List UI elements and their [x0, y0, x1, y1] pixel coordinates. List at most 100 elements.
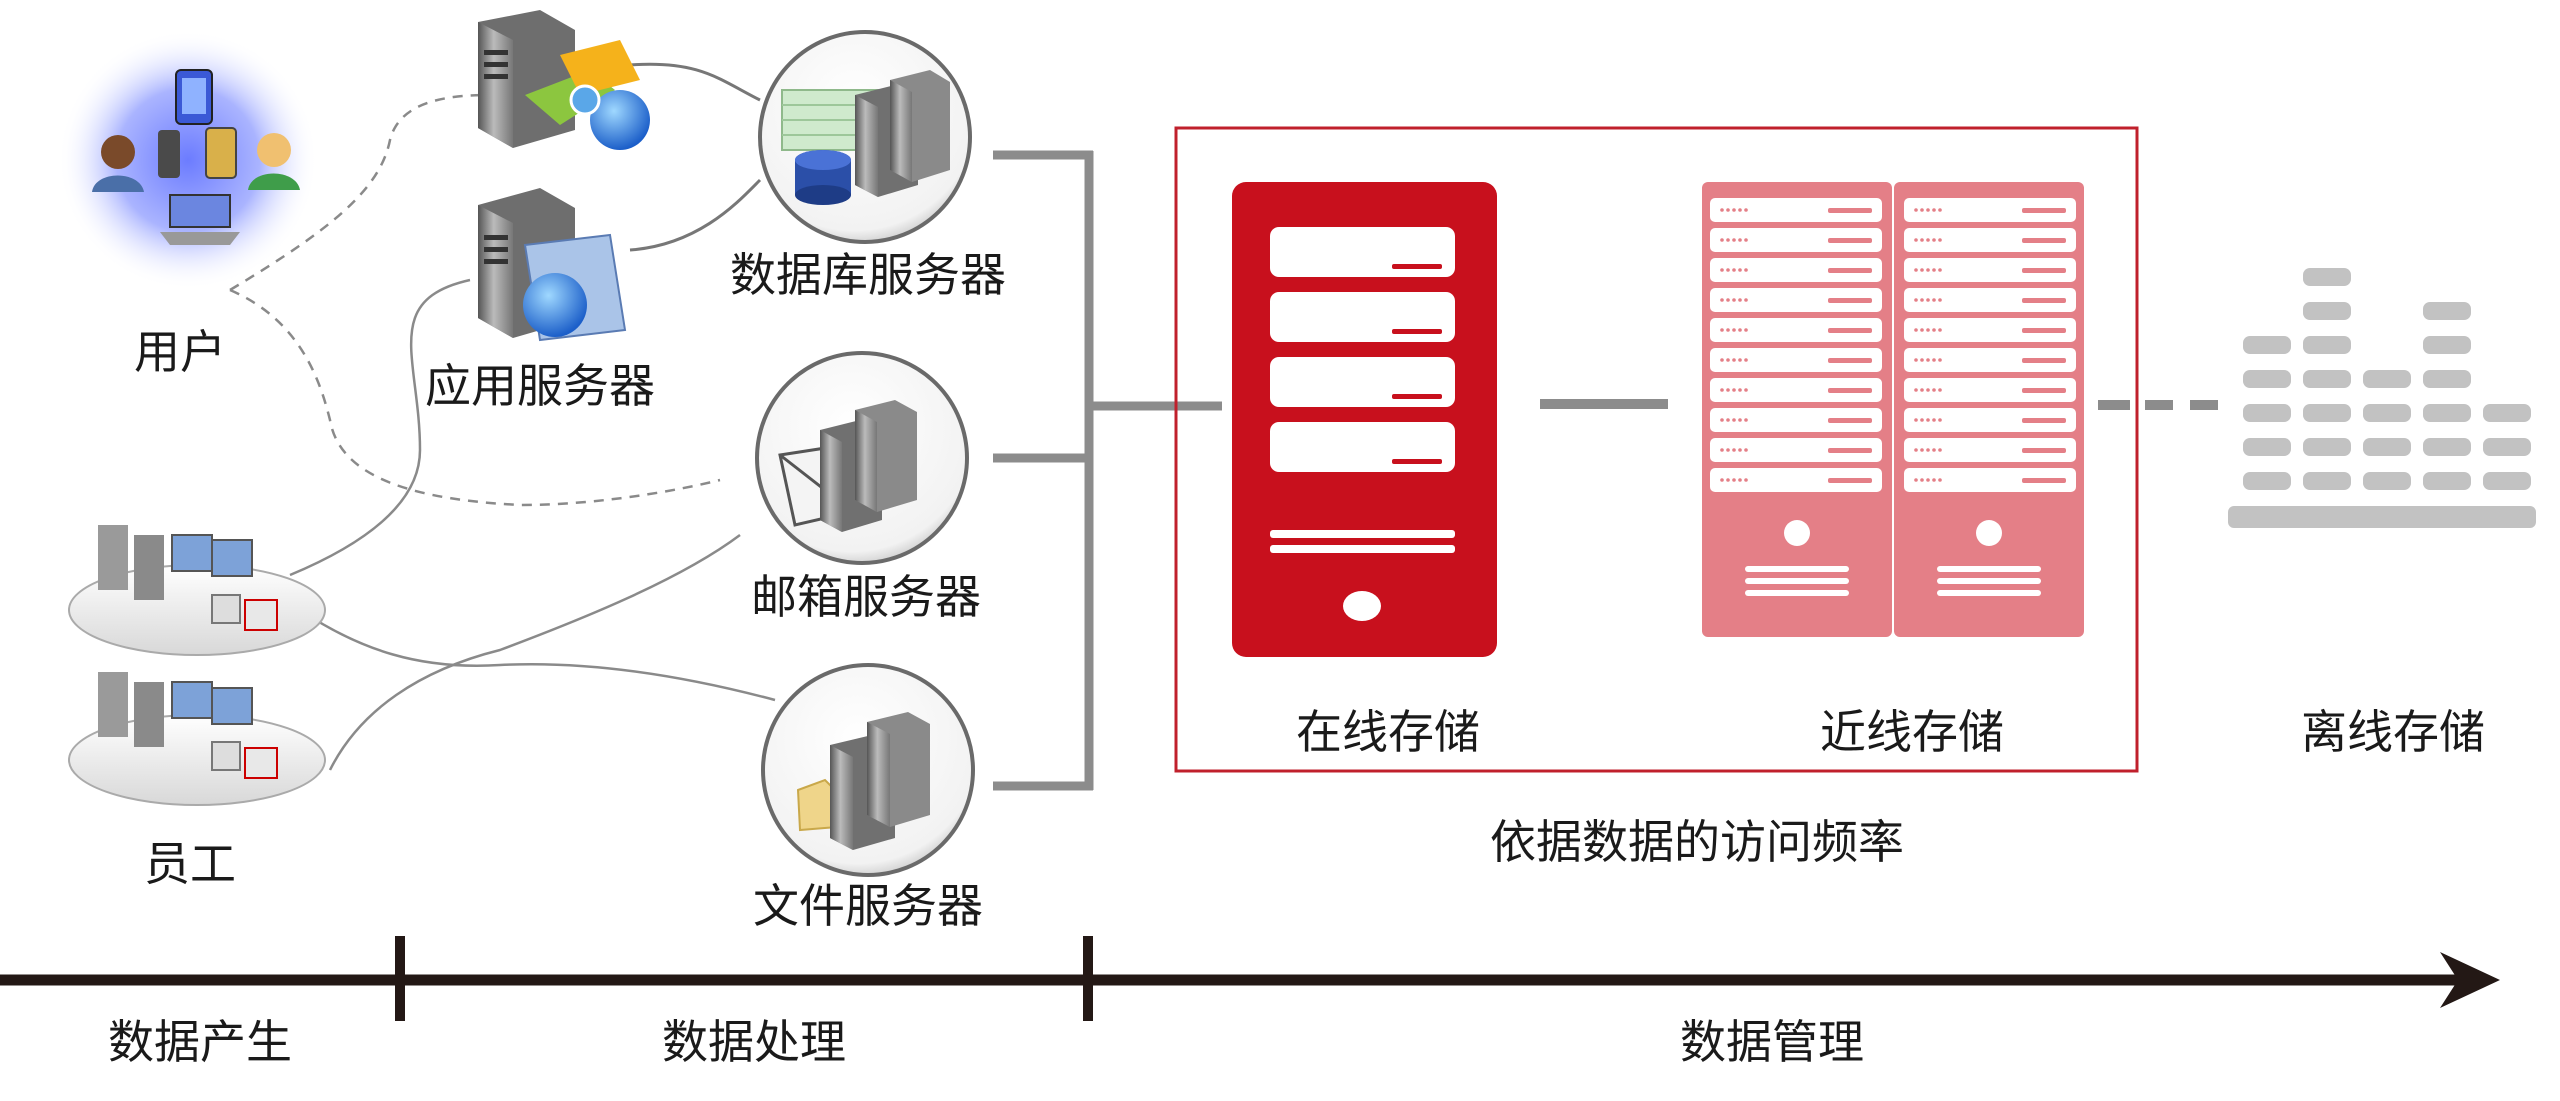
nearline-slot: [1904, 198, 2076, 222]
tape-cell: [2423, 438, 2471, 456]
label-file-server: 文件服务器: [753, 879, 983, 933]
nearline-slot-dot: [1720, 448, 1724, 452]
tape-cell: [2423, 370, 2471, 388]
nearline-slot-dot: [1938, 298, 1942, 302]
nearline-slot-dot: [1738, 238, 1742, 242]
nearline-slot-dot: [1920, 208, 1924, 212]
nearline-slot-dot: [1726, 388, 1730, 392]
nearline-slot-dot: [1914, 448, 1918, 452]
nearline-slot-dot: [1926, 418, 1930, 422]
timeline-axis: [0, 936, 2500, 1021]
tape-cell: [2423, 302, 2471, 320]
label-app-server: 应用服务器: [425, 359, 655, 413]
label-users: 用户: [134, 325, 226, 379]
nearline-slot-bar: [1828, 448, 1872, 453]
nearline-slot: [1710, 438, 1882, 462]
nearline-slot-bar: [2022, 478, 2066, 483]
tape-cell: [2303, 472, 2351, 490]
nearline-slot-dot: [1726, 418, 1730, 422]
connector-users-to-mail: [229, 288, 721, 507]
nearline-slot-dot: [1726, 268, 1730, 272]
tape-cell: [2303, 302, 2351, 320]
nearline-slot-dot: [1932, 478, 1936, 482]
nearline-slot-dot: [1938, 448, 1942, 452]
nearline-slot-dot: [1920, 238, 1924, 242]
nearline-slot-dot: [1926, 388, 1930, 392]
label-nearline-storage: 近线存储: [1820, 705, 2004, 759]
nearline-slot-bar: [1828, 388, 1872, 393]
nearline-slot-dot: [1932, 448, 1936, 452]
nearline-slot-dot: [1914, 358, 1918, 362]
nearline-slot-dot: [1726, 448, 1730, 452]
label-access-frequency: 依据数据的访问频率: [1490, 815, 1904, 869]
nearline-slot-dot: [1732, 328, 1736, 332]
nearline-slot-dot: [1938, 208, 1942, 212]
connector-staff2-to-mail: [328, 533, 741, 771]
nearline-slot-dot: [1926, 478, 1930, 482]
nearline-slot-dot: [1720, 208, 1724, 212]
nearline-slot-dot: [1732, 208, 1736, 212]
connector-staff-to-app: [289, 278, 471, 577]
nearline-slot-bar: [1828, 238, 1872, 243]
tape-cell: [2363, 404, 2411, 422]
nearline-slot-dot: [1744, 388, 1748, 392]
nearline-slot-dot: [1914, 238, 1918, 242]
offline-storage-icon: [2228, 268, 2536, 528]
nearline-slot-dot: [1744, 478, 1748, 482]
tape-cell: [2363, 370, 2411, 388]
app-server-icon: [478, 10, 650, 342]
server-bracket: [993, 150, 1222, 791]
label-stage-generation: 数据产生: [108, 1015, 292, 1069]
nearline-slot: [1904, 288, 2076, 312]
tape-cell: [2303, 268, 2351, 286]
nearline-slot-bar: [1828, 298, 1872, 303]
nearline-slot-dot: [1926, 268, 1930, 272]
tape-cell: [2483, 404, 2531, 422]
tape-cell: [2483, 438, 2531, 456]
file-server-icon: [761, 663, 975, 877]
tape-cell: [2303, 438, 2351, 456]
nearline-slot-dot: [1720, 298, 1724, 302]
nearline-slot-dot: [1738, 298, 1742, 302]
connector-app-to-db: [629, 62, 761, 102]
db-server-icon: [758, 30, 972, 244]
tape-cell: [2243, 404, 2291, 422]
label-offline-storage: 离线存储: [2301, 705, 2485, 759]
nearline-slot-dot: [1738, 358, 1742, 362]
connection-lines: [229, 62, 776, 771]
nearline-slot-dot: [1726, 238, 1730, 242]
nearline-slot-dot: [1938, 268, 1942, 272]
nearline-slot-dot: [1932, 418, 1936, 422]
nearline-slot-bar: [2022, 418, 2066, 423]
nearline-slot-dot: [1744, 238, 1748, 242]
nearline-slot-bar: [1828, 358, 1872, 363]
nearline-slot-bar: [1828, 478, 1872, 483]
nearline-slot-dot: [1914, 328, 1918, 332]
nearline-slot-dot: [1732, 388, 1736, 392]
nearline-slot-dot: [1732, 358, 1736, 362]
nearline-slot: [1710, 198, 1882, 222]
mail-server-icon: [755, 351, 969, 565]
nearline-slot-dot: [1920, 448, 1924, 452]
nearline-slot-dot: [1720, 388, 1724, 392]
nearline-slot-dot: [1914, 388, 1918, 392]
nearline-slot-dot: [1932, 358, 1936, 362]
nearline-slot-dot: [1744, 208, 1748, 212]
nearline-slot-dot: [1920, 328, 1924, 332]
nearline-slot: [1710, 468, 1882, 492]
nearline-slot-dot: [1926, 208, 1930, 212]
nearline-slot-dot: [1732, 418, 1736, 422]
nearline-slot-dot: [1738, 208, 1742, 212]
nearline-slot: [1904, 318, 2076, 342]
nearline-slot-dot: [1938, 238, 1942, 242]
nearline-slot: [1710, 318, 1882, 342]
nearline-slot-dot: [1920, 358, 1924, 362]
nearline-slot-dot: [1914, 478, 1918, 482]
nearline-slot-dot: [1720, 418, 1724, 422]
label-mail-server: 邮箱服务器: [751, 570, 981, 624]
nearline-slot-dot: [1744, 358, 1748, 362]
nearline-slot-bar: [2022, 208, 2066, 213]
storage-frame: [1174, 126, 2139, 773]
connector-app2-to-db: [629, 178, 762, 252]
